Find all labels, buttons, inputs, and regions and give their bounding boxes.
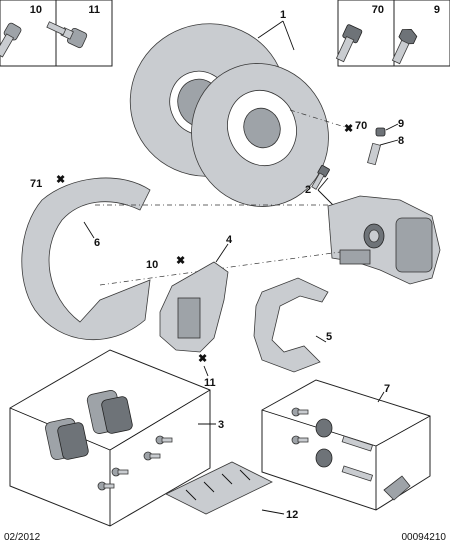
axis-70 (289, 109, 346, 128)
anchor-bracket (159, 261, 229, 353)
leader-6 (83, 221, 95, 239)
dust-shield (21, 177, 151, 341)
torx-screw-70-icon (335, 24, 363, 63)
caliper-bolt-upper (311, 164, 330, 190)
leader-1a (257, 20, 284, 39)
corner-box-10: 10 (0, 0, 57, 67)
corner-box-11-number: 11 (88, 4, 100, 16)
callout-8: 8 (398, 135, 404, 147)
leader-11 (203, 365, 209, 377)
leader-5 (315, 335, 327, 343)
pad-kit-box (9, 349, 211, 527)
corner-box-9: 9 (391, 0, 450, 67)
callout-70: 70 (355, 120, 367, 132)
corner-box-9-number: 9 (434, 4, 440, 16)
callout-5: 5 (326, 331, 332, 343)
corner-box-70: 70 (335, 0, 395, 67)
callout-6: 6 (94, 237, 100, 249)
corner-box-11: 11 (46, 0, 113, 67)
brake-disc-rear (191, 63, 329, 207)
leader-9 (385, 123, 399, 131)
callout-7: 7 (384, 383, 390, 395)
leader-8 (379, 139, 399, 146)
callout-71: 71 (30, 178, 42, 190)
callout-4: 4 (226, 234, 233, 246)
leader-4 (215, 243, 229, 263)
leader-12 (261, 509, 285, 515)
callout-2: 2 (305, 184, 311, 196)
footer-ref: 00094210 (402, 532, 447, 543)
leader-7 (377, 391, 385, 403)
bolt-11-icon (46, 21, 88, 49)
bleed-screw-8 (367, 142, 381, 166)
callout-11: 11 (204, 377, 216, 389)
caliper-carrier (253, 277, 329, 373)
footer-date: 02/2012 (4, 532, 41, 543)
x-marker-10: ✖ (176, 255, 185, 267)
callout-9: 9 (398, 118, 404, 130)
clip-set (165, 461, 273, 515)
callout-10: 10 (146, 259, 158, 271)
guide-kit-box (261, 379, 431, 511)
leader-1b (282, 20, 295, 51)
callout-1: 1 (280, 9, 286, 21)
brake-caliper (327, 195, 441, 285)
callout-12: 12 (286, 509, 298, 521)
leader-2a (317, 177, 329, 191)
corner-box-70-number: 70 (372, 4, 384, 16)
hex-bolt-9-icon (391, 28, 418, 65)
corner-box-10-number: 10 (30, 4, 42, 16)
callout-3: 3 (218, 419, 224, 431)
x-marker-11: ✖ (198, 353, 207, 365)
dust-cap-9 (375, 127, 386, 137)
x-marker-71: ✖ (56, 174, 65, 186)
screw-10-icon (0, 22, 22, 58)
x-marker-70: ✖ (344, 123, 353, 135)
